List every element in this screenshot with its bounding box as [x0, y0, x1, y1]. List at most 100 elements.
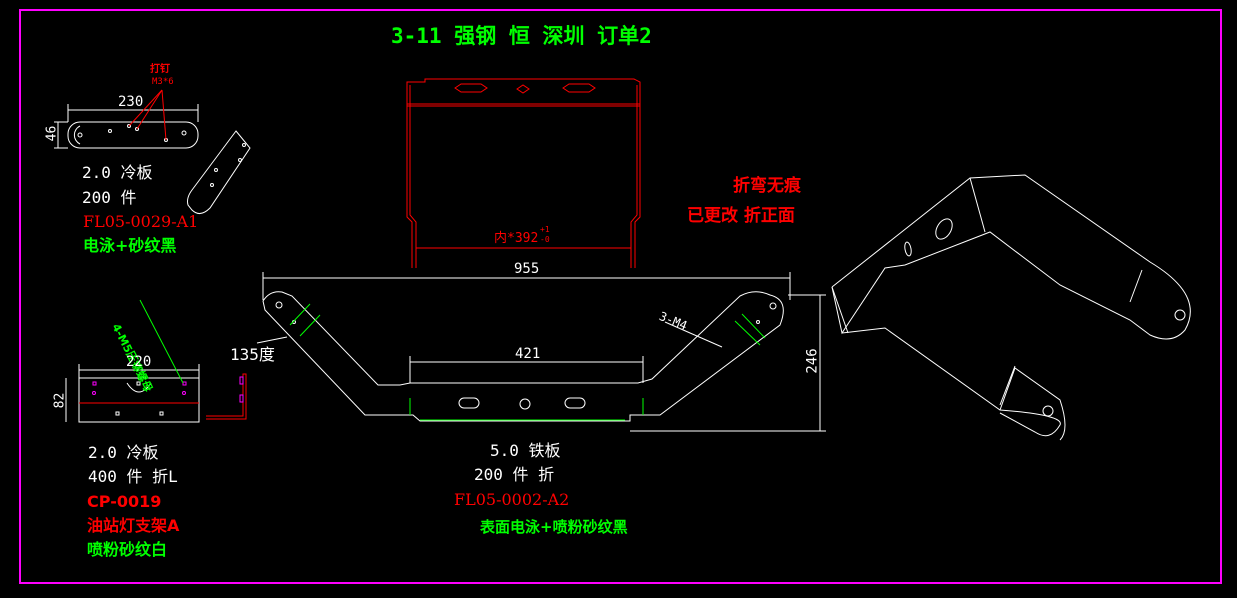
drawing-title: 3-11 强钢 恒 深圳 订单2: [391, 24, 652, 48]
red-slot: [454, 83, 488, 93]
pem-hole: [92, 381, 97, 386]
bend-line: [734, 320, 761, 346]
red-dim-value: 392: [514, 231, 539, 246]
iso-mount-hole: [1042, 405, 1054, 417]
bend-line: [741, 313, 766, 339]
dim-text-421: 421: [515, 346, 541, 362]
red-diamond-hole: [516, 84, 530, 94]
leader-3m4: [664, 321, 723, 348]
iso-mount-hole: [1174, 309, 1186, 321]
iso-edge: [831, 286, 849, 334]
part-a2-finish: 表面电泳+喷粉砂纹黑: [480, 518, 628, 536]
iso-hole: [242, 143, 246, 147]
part-a1-hole: [77, 132, 83, 138]
iso-bend: [999, 365, 1016, 406]
note-changed-bend-front: 已更改 折正面: [687, 206, 795, 226]
callout-rivet-size: M3*6: [152, 77, 174, 87]
part-a2-thickness-material: 5.0 铁板: [490, 441, 561, 460]
part-a1-iso-view: [187, 130, 251, 214]
part-a1-part-number: FL05-0029-A1: [83, 212, 199, 231]
part-cp-hole: [159, 411, 164, 416]
pem-hole: [182, 391, 186, 395]
dim-text-angle: 135度: [230, 345, 275, 364]
part-a2-quantity: 200 件 折: [474, 465, 555, 484]
part-cp-side-view: [206, 373, 247, 420]
part-cp-thickness-material: 2.0 冷板: [88, 443, 159, 462]
part-cp-leader-line: [139, 299, 184, 384]
part-cp-l-profile: [206, 373, 247, 420]
part-cp-quantity: 400 件 折L: [88, 467, 178, 486]
iso-hole: [214, 168, 218, 172]
pem-side: [239, 394, 244, 403]
part-cp-side-pem: [239, 376, 244, 403]
iso-tab-lower: [999, 367, 1066, 441]
part-a1-quantity: 200 件: [82, 188, 137, 207]
note-bend-no-mark: 折弯无痕: [733, 176, 801, 196]
mount-hole: [769, 302, 777, 310]
part-cp-hole: [115, 411, 120, 416]
red-dim-392: 内*392: [494, 232, 538, 245]
red-outline-inner-left: [409, 85, 417, 268]
drawing-frame: [19, 9, 1222, 584]
leader-line: [161, 89, 167, 141]
part-a1-hole: [127, 124, 131, 128]
dim-text-955: 955: [514, 261, 540, 277]
part-a2-part-number: FL05-0002-A2: [454, 490, 570, 509]
dim-text-82: 82: [52, 392, 68, 409]
bend-line: [289, 303, 311, 326]
bend-line: [299, 314, 321, 337]
part-cp-slot: [126, 382, 152, 393]
dim-text-246: 246: [804, 348, 821, 374]
slot-hole: [564, 397, 586, 409]
part-cp-hole: [136, 381, 141, 386]
part-cp-pem-holes: [92, 381, 187, 395]
dim-text-220: 220: [126, 354, 152, 370]
red-dim-tol-plus: +1: [540, 225, 550, 234]
red-dim-prefix: 内*: [494, 231, 515, 246]
thread-hole: [756, 320, 760, 324]
iso-hole: [904, 241, 912, 257]
angle-leader: [256, 336, 288, 344]
part-a2-bend-lines: [289, 303, 766, 421]
part-cp-flat-view: [65, 364, 200, 423]
part-a1-finish: 电泳+砂纹黑: [83, 236, 177, 255]
part-a1-callout-leaders: [128, 89, 167, 141]
part-a1-end-arc: [73, 125, 81, 145]
dim-text-230: 230: [118, 94, 144, 110]
part-a1-flat-view: [54, 104, 199, 149]
part-a2-iso-view: [831, 174, 1191, 441]
part-a1-hole: [108, 129, 112, 133]
iso-outline-upper: [831, 174, 1191, 340]
iso-edge: [969, 177, 986, 233]
part-a1-outline: [67, 121, 199, 149]
iso-bend: [1129, 269, 1143, 303]
mount-hole: [275, 301, 283, 309]
dim-text-46: 46: [44, 125, 60, 142]
slot-hole: [458, 397, 480, 409]
part-a1-thickness-material: 2.0 冷板: [82, 163, 153, 182]
red-outline-inner-right: [630, 85, 638, 268]
center-hole: [519, 398, 531, 410]
iso-hole: [238, 158, 242, 162]
red-slot: [562, 83, 596, 93]
part-cp-outline: [78, 377, 200, 423]
part-cp-part-number: CP-0019: [87, 492, 162, 511]
part-a1-hole: [135, 127, 139, 131]
pem-side: [239, 376, 244, 385]
part-a2-outline: [262, 291, 784, 422]
part-a2-front-view: [256, 272, 826, 432]
leader-line: [136, 89, 163, 130]
part-a2-top-view: [406, 78, 641, 268]
red-dim-tol-minus: -0: [540, 235, 550, 244]
part-a1-hole: [181, 130, 187, 136]
iso-outline-lower: [841, 327, 1061, 437]
callout-rivet-label: 打钉: [150, 64, 170, 75]
iso-slot: [935, 218, 953, 240]
part-cp-name: 油站灯支架A: [87, 516, 180, 535]
iso-hole: [210, 183, 214, 187]
leader-line: [128, 89, 163, 127]
pem-hole: [92, 391, 96, 395]
red-outline-outer: [406, 78, 641, 268]
part-cp-finish: 喷粉砂纹白: [87, 540, 168, 559]
